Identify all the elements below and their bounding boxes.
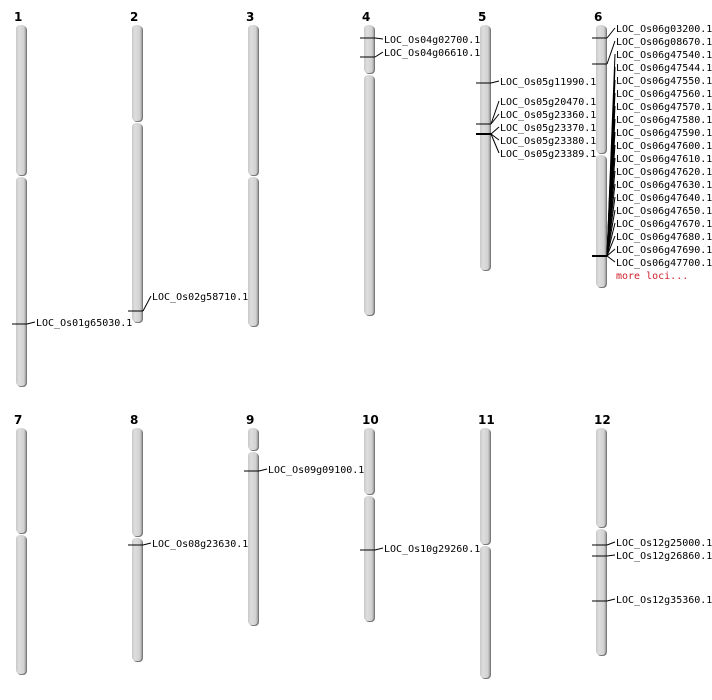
locus-label: LOC_Os06g47590.1 (616, 128, 712, 139)
locus-connector (490, 126, 500, 135)
locus-label: LOC_Os06g03200.1 (616, 24, 712, 35)
locus-connector (142, 295, 152, 312)
locus-label: LOC_Os06g47640.1 (616, 193, 712, 204)
locus-label: LOC_Os12g35360.1 (616, 595, 712, 606)
chromosome-arm (132, 123, 142, 322)
locus-connector (374, 547, 384, 551)
chromosome-arm (132, 428, 142, 536)
locus-label: LOC_Os06g47570.1 (616, 102, 712, 113)
locus-label: LOC_Os10g29260.1 (384, 544, 480, 555)
locus-connector (606, 235, 616, 257)
locus-connector (606, 222, 616, 257)
chromosome-arm (480, 428, 490, 544)
locus-label: LOC_Os06g47680.1 (616, 232, 712, 243)
chromosome-arm (364, 75, 374, 315)
locus-connector (606, 27, 616, 39)
chromosome-arm (248, 428, 258, 450)
locus-label: LOC_Os05g23360.1 (500, 110, 596, 121)
locus-connector (374, 51, 384, 58)
locus-label: LOC_Os06g47550.1 (616, 76, 712, 87)
locus-label: LOC_Os06g47610.1 (616, 154, 712, 165)
locus-connector (258, 468, 268, 472)
locus-connector (490, 133, 500, 154)
locus-connector (606, 554, 616, 557)
locus-label: LOC_Os05g23389.1 (500, 149, 596, 160)
locus-label: LOC_Os06g47600.1 (616, 141, 712, 152)
locus-label: LOC_Os06g47700.1 (616, 258, 712, 269)
chromosome-arm (480, 546, 490, 678)
locus-label: LOC_Os06g08670.1 (616, 37, 712, 48)
locus-connector (606, 598, 616, 602)
chromosome-arm (480, 25, 490, 270)
chromosome-number: 1 (14, 10, 22, 24)
locus-connector (142, 542, 152, 546)
chromosome-arm (132, 25, 142, 121)
locus-label: LOC_Os05g23370.1 (500, 123, 596, 134)
more-loci-link[interactable]: more loci... (616, 271, 688, 282)
chromosome-arm (364, 25, 374, 73)
chromosome-arm (16, 428, 26, 533)
locus-label: LOC_Os06g47690.1 (616, 245, 712, 256)
locus-label: LOC_Os06g47620.1 (616, 167, 712, 178)
locus-connector (26, 321, 36, 325)
locus-label: LOC_Os06g47544.1 (616, 63, 712, 74)
locus-label: LOC_Os05g20470.1 (500, 97, 596, 108)
locus-label: LOC_Os04g02700.1 (384, 35, 480, 46)
locus-connector (490, 80, 500, 84)
chromosome-number: 6 (594, 10, 602, 24)
chromosome-number: 11 (478, 413, 495, 427)
locus-label: LOC_Os01g65030.1 (36, 318, 132, 329)
chromosome-number: 4 (362, 10, 370, 24)
locus-label: LOC_Os06g47650.1 (616, 206, 712, 217)
locus-label: LOC_Os04g06610.1 (384, 48, 480, 59)
locus-connector (606, 248, 616, 257)
locus-label: LOC_Os06g47540.1 (616, 50, 712, 61)
locus-label: LOC_Os05g23380.1 (500, 136, 596, 147)
locus-connector (374, 37, 384, 40)
locus-connector (490, 133, 500, 141)
chromosome-number: 3 (246, 10, 254, 24)
locus-label: LOC_Os06g47560.1 (616, 89, 712, 100)
chromosome-arm (248, 452, 258, 625)
chromosome-arm (132, 538, 142, 661)
chromosome-number: 12 (594, 413, 611, 427)
chromosome-number: 9 (246, 413, 254, 427)
chromosome-arm (596, 529, 606, 655)
chromosome-number: 7 (14, 413, 22, 427)
locus-label: LOC_Os05g11990.1 (500, 77, 596, 88)
locus-label: LOC_Os12g26860.1 (616, 551, 712, 562)
locus-connector (490, 100, 500, 125)
locus-label: LOC_Os12g25000.1 (616, 538, 712, 549)
chromosome-number: 10 (362, 413, 379, 427)
locus-label: LOC_Os06g47580.1 (616, 115, 712, 126)
chromosome-arm (248, 25, 258, 175)
chromosome-arm (248, 177, 258, 326)
chromosome-arm (596, 155, 606, 287)
locus-label: LOC_Os08g23630.1 (152, 539, 248, 550)
chromosome-arm (364, 428, 374, 494)
chromosome-arm (16, 177, 26, 386)
locus-connector (490, 113, 500, 125)
locus-connector (606, 255, 616, 263)
locus-connector (606, 541, 616, 546)
chromosome-number: 8 (130, 413, 138, 427)
chromosome-arm (364, 496, 374, 621)
locus-label: LOC_Os02g58710.1 (152, 292, 248, 303)
locus-label: LOC_Os06g47630.1 (616, 180, 712, 191)
chromosome-number: 5 (478, 10, 486, 24)
locus-connector (606, 40, 616, 65)
chromosome-number: 2 (130, 10, 138, 24)
locus-label: LOC_Os06g47670.1 (616, 219, 712, 230)
chromosome-arm (596, 428, 606, 527)
chromosome-arm (16, 25, 26, 175)
locus-label: LOC_Os09g09100.1 (268, 465, 364, 476)
chromosome-arm (596, 25, 606, 153)
locus-connector (606, 209, 616, 257)
chromosome-arm (16, 535, 26, 674)
